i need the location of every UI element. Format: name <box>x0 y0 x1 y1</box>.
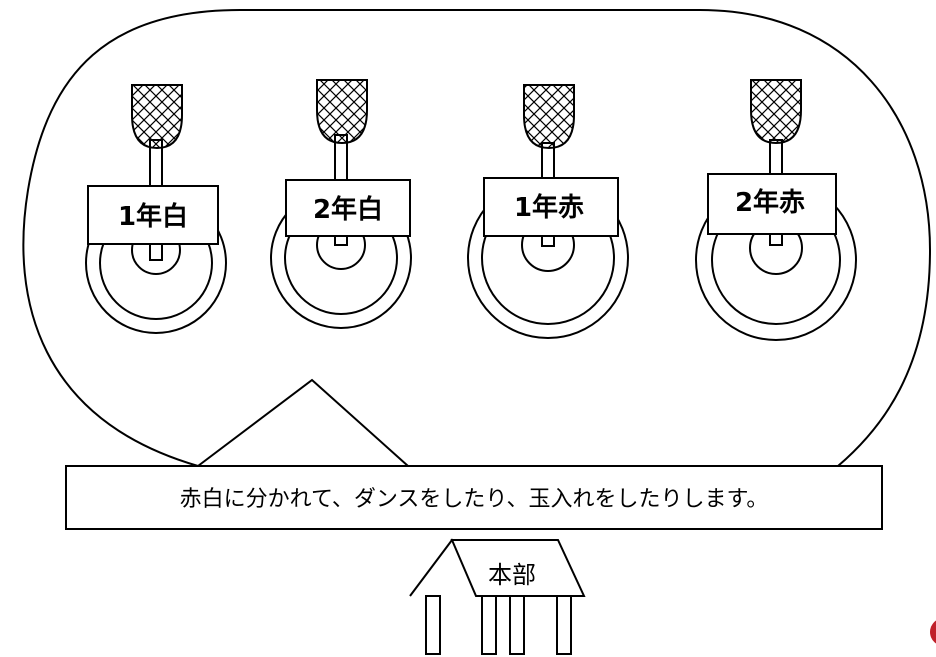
basket-net-icon <box>316 79 368 145</box>
basket-label: 2年赤 <box>735 187 805 218</box>
corner-mark-icon <box>930 620 936 644</box>
basket-label-box <box>483 177 619 237</box>
tent-pole <box>556 595 572 655</box>
basket-net-icon <box>131 84 183 150</box>
basket-station-4: 2年赤 <box>695 79 857 341</box>
headquarters-tent: 本部 <box>409 538 586 655</box>
basket-station-2: 2年白 <box>270 79 412 329</box>
basket-net-icon <box>523 84 575 150</box>
basket-label: 2年白 <box>313 194 383 225</box>
basket-label-box <box>87 185 219 245</box>
headquarters-label: 本部 <box>488 561 536 589</box>
basket-station-3: 1年赤 <box>467 84 629 339</box>
tent-pole <box>481 595 497 655</box>
basket-label: 1年白 <box>118 201 188 232</box>
basket-net-icon <box>750 79 802 145</box>
basket-label: 1年赤 <box>514 192 584 223</box>
caption-box <box>65 465 883 530</box>
caption-text: 赤白に分かれて、ダンスをしたり、玉入れをしたりします。 <box>180 487 769 512</box>
basket-label-box <box>285 179 411 237</box>
tent-pole <box>425 595 441 655</box>
tent-right-roof <box>450 539 586 597</box>
field-boundary <box>22 9 932 467</box>
basket-station-1: 1年白 <box>85 84 227 334</box>
field-notch <box>197 378 409 467</box>
basket-label-box <box>707 173 837 235</box>
tent-pole <box>509 595 525 655</box>
